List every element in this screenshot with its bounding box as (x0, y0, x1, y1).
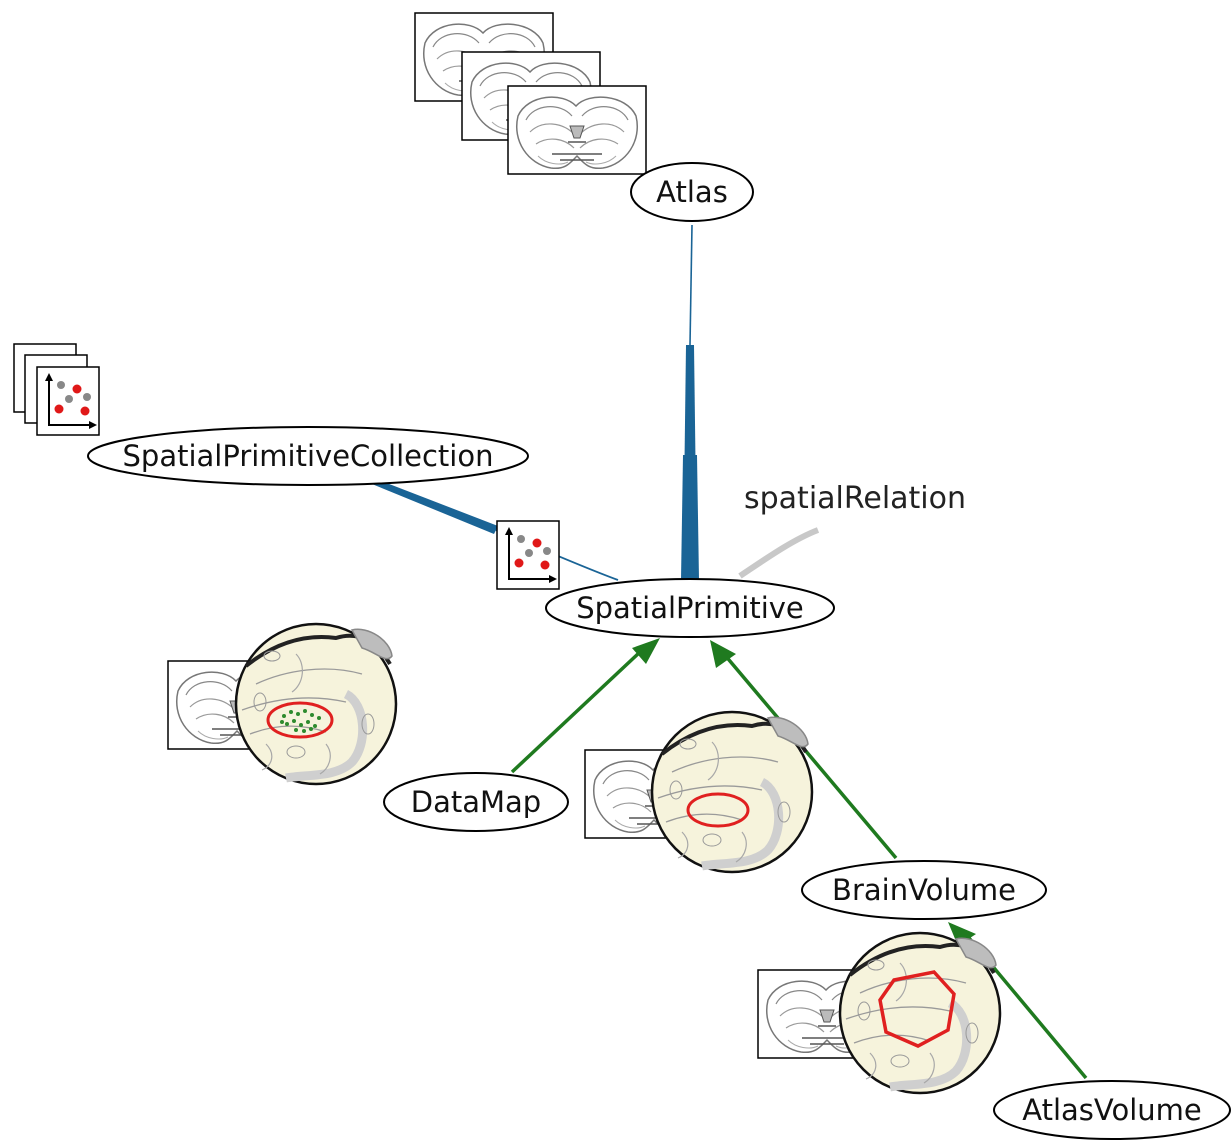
node-spatialprimitivecollection-label: SpatialPrimitiveCollection (123, 439, 494, 473)
edge-label-spatialrelation: spatialRelation (744, 481, 966, 516)
node-spatialprimitive-label: SpatialPrimitive (576, 591, 804, 625)
node-brainvolume-label: BrainVolume (832, 873, 1016, 907)
edge-datamap-to-spatialprimitive (510, 638, 660, 774)
node-spatialprimitive[interactable]: SpatialPrimitive (545, 578, 835, 638)
node-spatialprimitivecollection[interactable]: SpatialPrimitiveCollection (87, 426, 529, 486)
node-brainvolume[interactable]: BrainVolume (801, 860, 1047, 920)
brain-region-outline-icon (584, 712, 812, 872)
scatter-plot-icon (496, 520, 560, 590)
node-datamap[interactable]: DataMap (383, 772, 569, 832)
brain-region-dots-icon (167, 624, 396, 784)
node-atlasvolume[interactable]: AtlasVolume (993, 1080, 1231, 1140)
brain-region-polygon-icon (757, 933, 1000, 1093)
node-atlas-label: Atlas (656, 175, 728, 209)
edge-brainvolume-to-spatialprimitive (710, 640, 898, 860)
edge-spatialrelation (738, 527, 820, 579)
edge-atlas-to-spatialprimitive (681, 224, 699, 580)
node-datamap-label: DataMap (411, 785, 541, 819)
scatter-plot-stack-icon (13, 343, 100, 436)
edge-collection-to-spatialprimitive (372, 482, 619, 581)
brain-section-stack-icon (414, 12, 647, 175)
node-atlas[interactable]: Atlas (630, 162, 754, 222)
node-atlasvolume-label: AtlasVolume (1022, 1093, 1202, 1127)
